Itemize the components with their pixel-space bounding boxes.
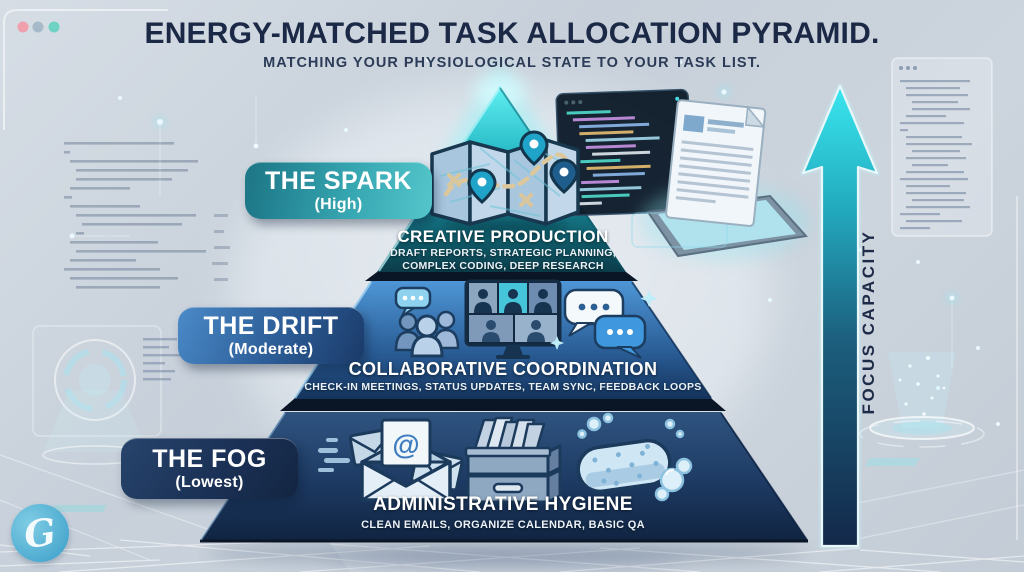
tier-label-drift-level: (Moderate)	[228, 341, 314, 359]
tier-label-fog-level: (Lowest)	[175, 474, 244, 492]
page-subtitle: MATCHING YOUR PHYSIOLOGICAL STATE TO YOU…	[263, 55, 761, 71]
tier-spark-heading: CREATIVE PRODUCTION	[397, 227, 609, 246]
hologram-projector	[859, 352, 985, 448]
tier-fog-heading: ADMINISTRATIVE HYGIENE	[373, 494, 633, 515]
tier-label-drift: THE DRIFT (Moderate)	[178, 307, 364, 364]
window-dot-teal	[48, 21, 60, 33]
tier-drift-heading: COLLABORATIVE COORDINATION	[348, 359, 658, 379]
tier-label-spark: THE SPARK (High)	[245, 162, 432, 219]
page-title: ENERGY-MATCHED TASK ALLOCATION PYRAMID.	[144, 17, 880, 50]
tablet-device	[631, 99, 810, 260]
map-route-icon	[430, 130, 580, 234]
background-code-panel-left	[64, 142, 230, 289]
browser-frame	[3, 9, 168, 130]
brand-logo-glyph: G	[21, 509, 59, 557]
tier-label-spark-text: THE SPARK	[264, 166, 413, 195]
reflection	[205, 542, 805, 568]
window-dot-gray	[32, 21, 44, 33]
tier-fog-tasks: CLEAN EMAILS, ORGANIZE CALENDAR, BASIC Q…	[361, 519, 645, 531]
tier-label-fog: THE FOG (Lowest)	[121, 438, 298, 499]
chat-bubbles-icon	[550, 288, 658, 359]
hologram-ring	[32, 325, 181, 465]
map-pin-icon	[467, 130, 579, 204]
focus-capacity-arrow	[799, 82, 881, 550]
tier-label-drift-text: THE DRIFT	[203, 311, 339, 340]
file-cabinet-icon	[464, 416, 562, 504]
people-group-icon	[394, 286, 460, 358]
focus-capacity-label: FOCUS CAPACITY	[859, 229, 878, 415]
tier-drift-tasks: CHECK-IN MEETINGS, STATUS UPDATES, TEAM …	[304, 381, 702, 393]
background-code-panel-right	[891, 57, 993, 237]
email-icon: @	[318, 418, 464, 502]
document-page	[665, 99, 767, 227]
tier-spark-tasks-line2: COMPLEX CODING, DEEP RESEARCH	[402, 260, 604, 272]
tier-label-fog-text: THE FOG	[152, 444, 267, 473]
window-dot-pink	[17, 21, 29, 33]
video-call-grid-icon	[464, 279, 562, 359]
tier-label-spark-level: (High)	[314, 196, 363, 214]
sponge-icon	[576, 412, 693, 502]
tier-spark-tasks-line1: DRAFT REPORTS, STRATEGIC PLANNING,	[390, 247, 616, 259]
svg-text:@: @	[392, 429, 419, 460]
